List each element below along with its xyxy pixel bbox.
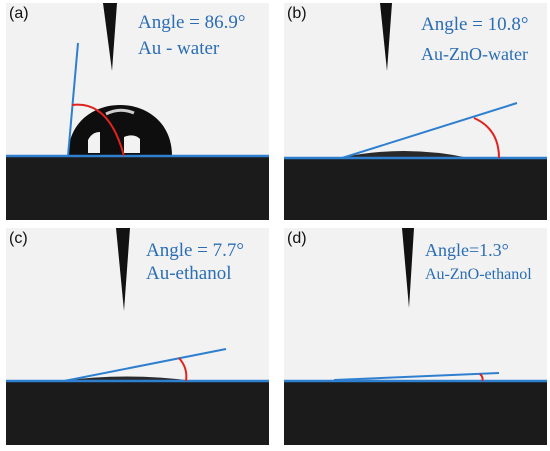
- substrate: [6, 156, 269, 220]
- angle-label: Angle = 10.8°: [421, 14, 529, 35]
- angle-label: Angle = 86.9°: [138, 12, 246, 33]
- panel-tag: (a): [9, 5, 29, 22]
- sample-label: Au-ethanol: [146, 263, 232, 284]
- panel-a: (a) Angle = 86.9° Au - water: [6, 3, 269, 220]
- substrate: [6, 381, 269, 445]
- sample-label: Au-ZnO-water: [421, 44, 528, 64]
- angle-label: Angle=1.3°: [425, 240, 509, 260]
- tangent-line: [333, 372, 500, 381]
- needle: [402, 228, 414, 308]
- droplet-photo-a: [6, 3, 269, 220]
- droplet: [339, 151, 469, 158]
- angle-arc: [178, 357, 188, 382]
- needle: [116, 228, 130, 311]
- panel-c: (c) Angle = 7.7° Au-ethanol: [6, 228, 269, 445]
- droplet-photo-c: [6, 228, 269, 445]
- tangent-line: [63, 348, 227, 382]
- panel-d: (d) Angle=1.3° Au-ZnO-ethanol: [284, 228, 547, 445]
- panel-tag: (b): [287, 5, 307, 22]
- panel-b: (b) Angle = 10.8° Au-ZnO-water: [284, 3, 547, 220]
- panel-tag: (d): [287, 230, 307, 247]
- needle: [380, 3, 392, 71]
- panel-tag: (c): [9, 230, 28, 247]
- angle-arc: [71, 103, 125, 157]
- angle-arc: [473, 117, 500, 159]
- tangent-line: [67, 42, 79, 157]
- droplet-photo-d: [284, 228, 547, 445]
- droplet-photo-b: [284, 3, 547, 220]
- substrate: [284, 158, 547, 220]
- needle: [103, 3, 117, 71]
- sample-label: Au - water: [138, 38, 220, 59]
- angle-arc: [479, 373, 484, 382]
- tangent-line: [341, 102, 518, 159]
- sample-label: Au-ZnO-ethanol: [425, 266, 532, 283]
- substrate: [284, 381, 547, 445]
- angle-label: Angle = 7.7°: [146, 240, 244, 261]
